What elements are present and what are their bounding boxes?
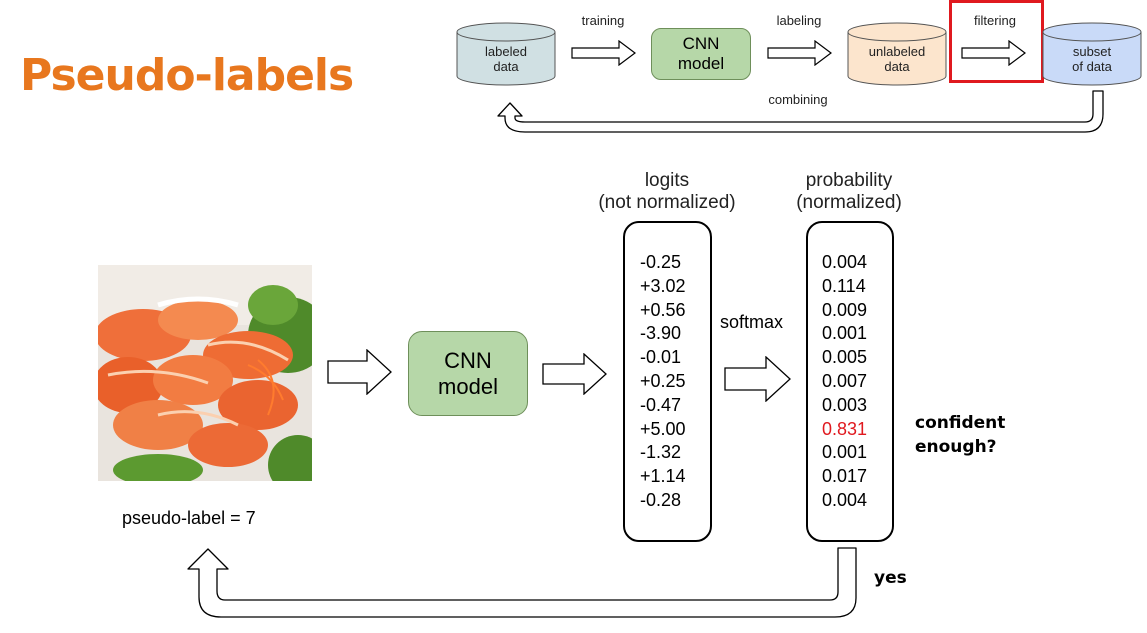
logit-value: +1.14 <box>640 466 686 487</box>
labeled-data-line1: labeled <box>485 44 527 59</box>
subset-data-cylinder: subset of data <box>1042 22 1142 86</box>
subset-data-line2: of data <box>1072 59 1112 74</box>
logits-header: logits (not normalized) <box>586 170 748 214</box>
probability-box <box>806 221 894 542</box>
probability-value: 0.009 <box>822 299 868 320</box>
filtering-arrow-icon <box>961 40 1026 66</box>
probability-value: 0.007 <box>822 370 868 391</box>
combining-label: combining <box>768 92 828 107</box>
logit-value: -0.47 <box>640 394 682 415</box>
probability-value: 0.001 <box>822 442 868 463</box>
yes-return-arrow-icon <box>187 547 857 618</box>
unlabeled-data-line2: data <box>884 59 910 74</box>
confidence-question: confident enough? <box>915 411 1005 459</box>
probability-header-line2: (normalized) <box>796 192 902 213</box>
probability-value: 0.004 <box>822 252 868 272</box>
logit-value: -0.25 <box>640 252 682 272</box>
page-title: Pseudo-labels <box>20 50 354 101</box>
pseudo-label-text: pseudo-label = 7 <box>122 508 256 528</box>
logits-box <box>623 221 712 542</box>
pipeline-cnn-line1: CNN <box>682 34 720 53</box>
cnn-model-line2: model <box>438 373 498 399</box>
yes-label: yes <box>874 568 907 588</box>
logit-value: +3.02 <box>640 275 686 296</box>
logit-value: -0.28 <box>640 489 682 510</box>
probability-header: probability (normalized) <box>776 170 922 214</box>
salmon-sashimi-photo <box>98 265 312 481</box>
subset-data-line1: subset <box>1072 44 1112 59</box>
combining-return-arrow-icon <box>497 90 1104 133</box>
pipeline-cnn-line2: model <box>677 54 725 73</box>
logit-value: -3.90 <box>640 323 682 344</box>
unlabeled-data-cylinder: unlabeled data <box>847 22 947 86</box>
probability-value: 0.005 <box>822 347 868 368</box>
unlabeled-data-line1: unlabeled <box>868 44 926 59</box>
probability-value: 0.001 <box>822 323 868 344</box>
training-label: training <box>581 13 625 28</box>
logit-value: -0.01 <box>640 347 682 368</box>
cnn-model-line1: CNN <box>444 347 492 373</box>
logits-header-line2: (not normalized) <box>598 192 736 213</box>
softmax-label: softmax <box>720 312 784 332</box>
logit-value: +5.00 <box>640 418 686 439</box>
labeling-label: labeling <box>776 13 822 28</box>
logits-arrow-icon <box>542 353 607 395</box>
pipeline-cnn-model-box: CNN model <box>651 28 751 80</box>
training-arrow-icon <box>571 40 636 66</box>
probability-value: 0.003 <box>822 394 868 415</box>
logit-value: -1.32 <box>640 442 682 463</box>
probability-value: 0.004 <box>822 489 868 510</box>
probability-value: 0.831 <box>822 418 868 439</box>
logit-value: +0.25 <box>640 370 686 391</box>
probability-header-line1: probability <box>805 170 893 191</box>
logits-header-line1: logits <box>644 170 690 191</box>
softmax-arrow-icon <box>724 356 791 402</box>
confidence-line2: enough? <box>915 437 997 457</box>
cnn-model-box: CNN model <box>408 331 528 416</box>
input-arrow-icon <box>327 349 392 395</box>
logit-value: +0.56 <box>640 299 686 320</box>
filtering-label: filtering <box>974 13 1016 28</box>
labeled-data-line2: data <box>493 59 519 74</box>
probability-value: 0.017 <box>822 466 868 487</box>
confidence-line1: confident <box>915 413 1006 433</box>
labeling-arrow-icon <box>767 40 832 66</box>
probability-value: 0.114 <box>822 275 866 296</box>
logits-list: -0.25 +3.02 +0.56 -3.90 -0.01+0.25 -0.47 +5.00… <box>640 251 686 513</box>
labeled-data-cylinder: labeled data <box>456 22 556 86</box>
